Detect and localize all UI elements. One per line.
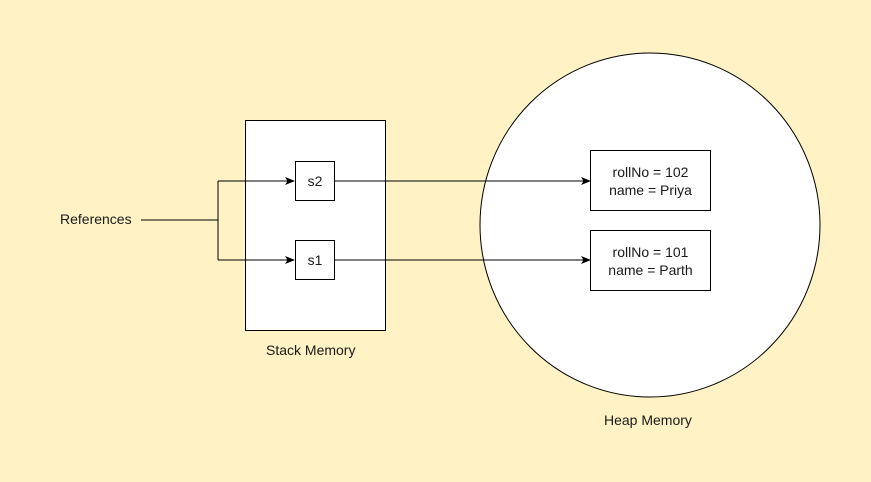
stack-ref-s1: s1	[295, 240, 335, 280]
references-label: References	[60, 211, 132, 227]
stack-ref-s1-label: s1	[307, 252, 323, 268]
stack-ref-s2: s2	[295, 161, 335, 201]
heap-object-priya-name: name = Priya	[609, 181, 692, 198]
stack-ref-s2-label: s2	[307, 173, 323, 189]
heap-object-priya-rollno: rollNo = 102	[612, 163, 689, 180]
heap-memory-circle	[479, 52, 821, 398]
heap-object-parth-name: name = Parth	[608, 261, 693, 278]
heap-object-priya: rollNo = 102 name = Priya	[590, 150, 711, 211]
heap-object-parth-rollno: rollNo = 101	[612, 243, 689, 260]
stack-memory-label: Stack Memory	[266, 342, 356, 358]
heap-object-parth: rollNo = 101 name = Parth	[590, 230, 711, 291]
heap-memory-label: Heap Memory	[604, 412, 692, 428]
stack-memory-frame	[245, 120, 386, 331]
